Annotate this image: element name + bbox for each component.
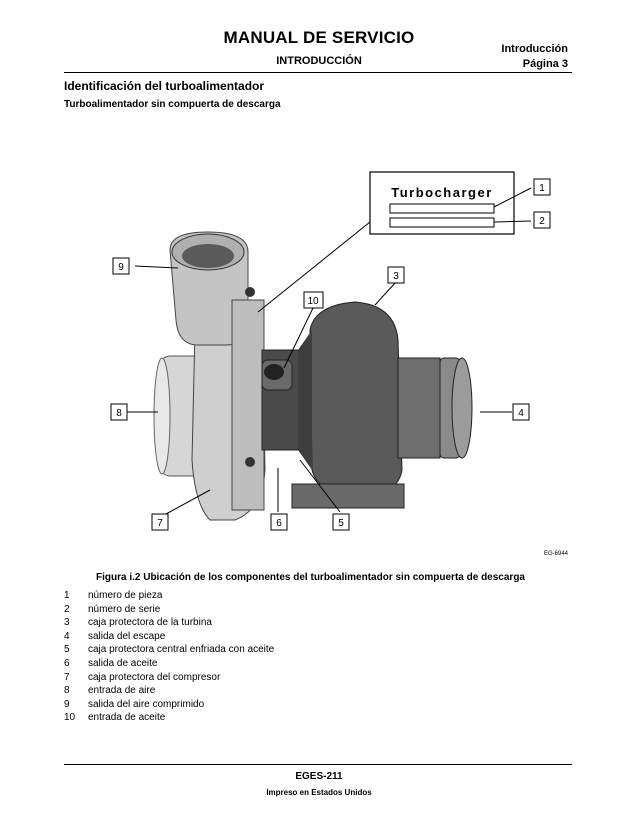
legend-number: 6: [64, 657, 70, 669]
legend-text: salida del aire comprimido: [88, 698, 205, 710]
plate-label: Turbocharger: [391, 185, 493, 200]
svg-text:5: 5: [338, 518, 344, 529]
legend-item: 9 salida del aire comprimido: [64, 698, 274, 712]
callout-7: 7: [151, 513, 169, 531]
legend-item: 1 número de pieza: [64, 589, 274, 603]
svg-text:6: 6: [276, 518, 282, 529]
section-subtitle: Turboalimentador sin compuerta de descar…: [64, 99, 281, 110]
callout-6: 6: [270, 513, 288, 531]
figure-code: EG-6944: [543, 551, 568, 557]
svg-text:7: 7: [157, 518, 163, 529]
identification-plate: Turbocharger: [369, 171, 515, 235]
chapter-title: INTRODUCCIÓN: [276, 55, 362, 67]
section-title: Identificación del turboalimentador: [64, 79, 265, 93]
legend-text: caja protectora central enfriada con ace…: [88, 644, 275, 656]
legend-text: salida de aceite: [88, 657, 158, 669]
legend-number: 1: [64, 590, 70, 601]
figure-caption: Figura i.2 Ubicación de los componentes …: [96, 572, 525, 583]
legend-number: 8: [64, 685, 70, 697]
legend-text: entrada de aceite: [88, 712, 166, 724]
legend-item: 7 caja protectora del compresor: [64, 671, 274, 685]
legend-text: número de pieza: [88, 590, 163, 601]
legend-number: 5: [64, 644, 70, 656]
svg-text:4: 4: [518, 408, 524, 419]
svg-text:3: 3: [393, 271, 399, 282]
component-legend: 1 número de pieza 2 número de serie 3 caja …: [64, 589, 274, 725]
svg-text:2: 2: [539, 216, 545, 227]
turbocharger-figure: Turbocharger: [110, 171, 551, 531]
legend-number: 7: [64, 671, 70, 683]
callout-5: 5: [332, 513, 350, 531]
legend-text: salida del escape: [88, 630, 166, 642]
callout-9: 9: [112, 257, 130, 275]
legend-text: caja protectora del compresor: [88, 671, 221, 683]
manual-title: MANUAL DE SERVICIO: [223, 28, 415, 47]
legend-number: 9: [64, 698, 70, 710]
legend-text: caja protectora de la turbina: [88, 617, 212, 629]
legend-number: 3: [64, 617, 70, 629]
legend-number: 10: [64, 712, 76, 724]
legend-text: entrada de aire: [88, 685, 156, 697]
legend-item: 4 salida del escape: [64, 630, 274, 644]
svg-text:9: 9: [118, 262, 124, 273]
svg-text:1: 1: [539, 183, 545, 194]
legend-item: 10 entrada de aceite: [64, 711, 274, 725]
legend-number: 2: [64, 603, 70, 615]
legend-number: 4: [64, 630, 70, 642]
callout-3: 3: [387, 266, 405, 284]
footer-printed-in: Impreso en Estados Unidos: [266, 788, 372, 797]
legend-item: 2 número de serie: [64, 603, 274, 617]
callout-8: 8: [110, 403, 128, 421]
turbocharger-image: [153, 231, 473, 521]
header-page-number: Página 3: [522, 58, 568, 70]
legend-item: 6 salida de aceite: [64, 657, 274, 671]
part-number-field: [389, 203, 495, 214]
legend-text: número de serie: [88, 603, 161, 615]
legend-item: 5 caja protectora central enfriada con ac…: [64, 643, 274, 657]
svg-text:8: 8: [116, 408, 122, 419]
header-rule: [64, 72, 572, 73]
callout-2: 2: [533, 211, 551, 229]
svg-text:10: 10: [307, 296, 319, 307]
leader-lines: [127, 187, 532, 515]
callout-10: 10: [303, 291, 324, 309]
callout-4: 4: [512, 403, 530, 421]
footer-doc-code: EGES-211: [295, 771, 343, 782]
legend-item: 8 entrada de aire: [64, 684, 274, 698]
header-section-name: Introducción: [501, 43, 568, 55]
legend-item: 3 caja protectora de la turbina: [64, 616, 274, 630]
footer-rule: [64, 764, 572, 765]
callout-1: 1: [533, 178, 551, 196]
serial-number-field: [389, 217, 495, 228]
